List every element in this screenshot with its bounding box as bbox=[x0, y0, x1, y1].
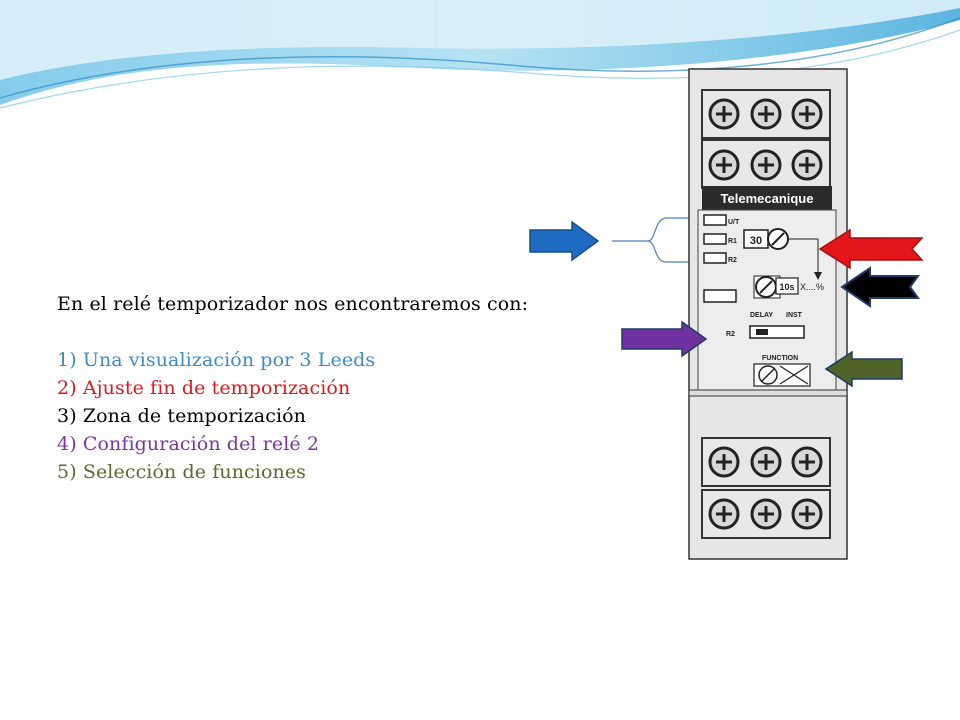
time-range-label: 10s bbox=[779, 282, 794, 292]
list-item-function-select: 5) Selección de funciones bbox=[57, 461, 307, 483]
delay-label: DELAY bbox=[750, 312, 773, 319]
blue-arrow bbox=[529, 220, 600, 262]
inst-label: INST bbox=[786, 312, 803, 319]
terminal-screws-bottom bbox=[701, 437, 831, 539]
list-item-timing-zone: 3) Zona de temporización bbox=[57, 405, 307, 427]
led-indicators bbox=[703, 214, 727, 264]
led-label-r2: R2 bbox=[728, 257, 737, 264]
green-arrow bbox=[824, 350, 903, 388]
relay-label: R2 bbox=[726, 331, 735, 338]
relay-device-image: Telemecanique U/T R1 R2 30 10s X....% DE… bbox=[688, 68, 848, 560]
function-label: FUNCTION bbox=[762, 355, 798, 362]
led-label-r1: R1 bbox=[728, 238, 737, 245]
percent-label: X....% bbox=[800, 282, 824, 292]
list-item-relay-config: 4) Configuración del relé 2 bbox=[57, 433, 320, 455]
dial-value-label: 30 bbox=[750, 235, 762, 247]
intro-text: En el relé temporizador nos encontraremo… bbox=[57, 293, 529, 315]
slide-text: En el relé temporizador nos encontraremo… bbox=[57, 290, 528, 486]
red-arrow bbox=[818, 228, 924, 270]
wave-header-decoration bbox=[0, 0, 960, 109]
terminal-screws-top bbox=[701, 89, 831, 189]
purple-arrow bbox=[621, 320, 708, 358]
brand-label: Telemecanique bbox=[721, 191, 814, 206]
black-arrow bbox=[840, 266, 920, 308]
list-item-end-timing: 2) Ajuste fin de temporización bbox=[57, 377, 351, 399]
led-label-ut: U/T bbox=[728, 219, 740, 226]
led-bracket-callout bbox=[612, 217, 694, 263]
list-item-leds: 1) Una visualización por 3 Leeds bbox=[57, 349, 376, 371]
